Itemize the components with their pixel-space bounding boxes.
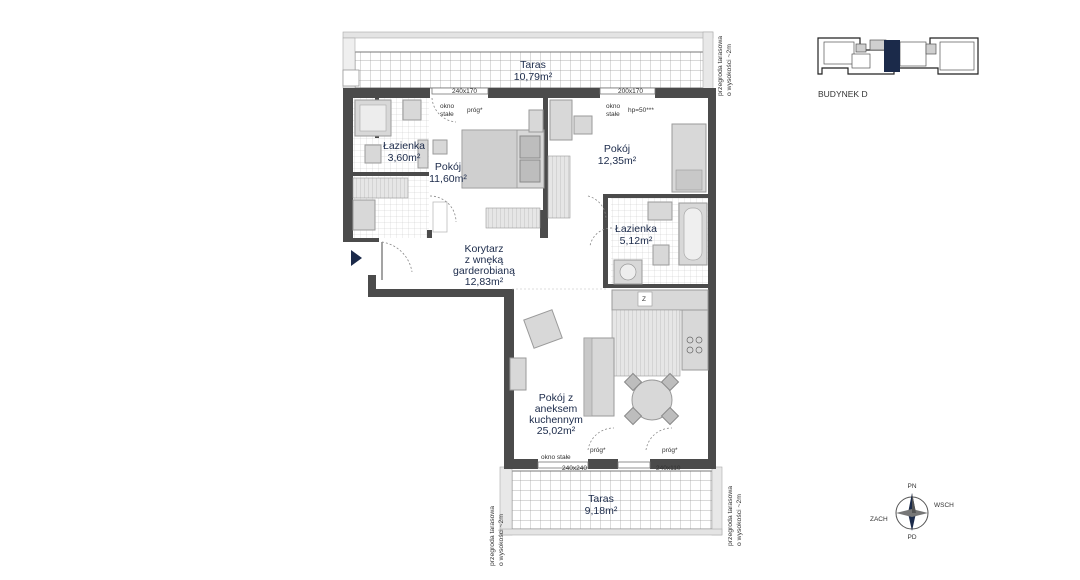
compass-west: ZACH xyxy=(870,516,888,523)
threshold-label-bottom-1: próg* xyxy=(590,447,606,454)
room-name-korytarz-line1: Korytarz xyxy=(464,243,503,255)
room-area-taras-bottom: 9,18m² xyxy=(585,505,618,517)
window-size-top-left: 240x170 xyxy=(452,88,477,95)
room-name-korytarz-line2: z wnęką xyxy=(465,254,504,266)
room-name-pokoj-2: Pokój xyxy=(604,143,630,155)
room-area-aneks: 25,02m² xyxy=(537,425,576,437)
compass-south: PD xyxy=(907,534,916,541)
room-area-taras-top: 10,79m² xyxy=(514,71,553,83)
walls xyxy=(343,88,716,469)
selected-unit-highlight xyxy=(884,40,900,72)
doors xyxy=(381,97,673,451)
terrace-top xyxy=(342,31,714,93)
compass-north: PN xyxy=(907,483,916,490)
room-name-aneks-line2: aneksem xyxy=(535,403,578,415)
window-size-top-right: 200x170 xyxy=(618,88,643,95)
window-size-bottom-left: 240x240 xyxy=(562,465,587,472)
window-size-bottom-right: 240x110 xyxy=(656,465,681,472)
room-name-korytarz-line3: garderobianą xyxy=(453,265,515,277)
room-name-lazienka-2: Łazienka xyxy=(615,223,657,235)
entrance-arrow-icon xyxy=(351,250,362,266)
room-name-taras-top: Taras xyxy=(520,59,546,71)
fixed-window-label-bottom: okno stałe xyxy=(541,454,571,461)
svg-text:przegroda tarasowa: przegroda tarasowa xyxy=(489,506,496,566)
room-name-aneks-line3: kuchennym xyxy=(529,414,583,426)
room-name-pokoj-1: Pokój xyxy=(435,161,461,173)
room-area-pokoj-1: 11,60m² xyxy=(429,173,467,185)
svg-text:przegroda tarasowa: przegroda tarasowa xyxy=(717,36,724,96)
svg-text:o wysokości ~2m: o wysokości ~2m xyxy=(736,494,743,546)
room1-furniture xyxy=(432,109,545,233)
bathroom2-fixtures xyxy=(613,201,708,285)
partition-note-top-right: przegroda tarasowa o wysokości ~2m xyxy=(717,36,733,96)
partition-note-bottom-right: przegroda tarasowa o wysokości ~2m xyxy=(727,486,743,546)
fridge-mark: Z xyxy=(642,296,646,303)
building-label: BUDYNEK D xyxy=(818,89,868,99)
threshold-label-top: próg* xyxy=(467,107,483,114)
compass-icon xyxy=(895,493,929,531)
terrace-bottom xyxy=(499,466,723,536)
fixed-window-label-1a: okno xyxy=(440,103,454,110)
room-name-lazienka-small: Łazienka xyxy=(383,140,425,152)
svg-text:przegroda tarasowa: przegroda tarasowa xyxy=(727,486,734,546)
window-marks xyxy=(431,87,656,469)
bathroom-small-fixtures xyxy=(352,99,429,231)
room-name-taras-bottom: Taras xyxy=(588,493,614,505)
compass-east: WSCH xyxy=(934,502,954,509)
room-area-korytarz: 12,83m² xyxy=(465,276,504,288)
room-area-lazienka-2: 5,12m² xyxy=(620,235,653,247)
building-key-plan xyxy=(817,37,979,75)
threshold-label-bottom-2: próg* xyxy=(662,447,678,454)
hp-note: hp=50*** xyxy=(628,107,654,114)
fixed-window-label-1b: stałe xyxy=(440,111,454,118)
fixed-window-label-2a: okno xyxy=(606,103,620,110)
kitchen-living-furniture xyxy=(509,289,709,426)
svg-text:o wysokości ~2m: o wysokości ~2m xyxy=(726,44,733,96)
room-name-aneks-line1: Pokój z xyxy=(539,392,573,404)
fixed-window-label-2b: stałe xyxy=(606,111,620,118)
room-area-pokoj-2: 12,35m² xyxy=(598,155,637,167)
svg-text:o wysokości ~2m: o wysokości ~2m xyxy=(498,514,505,566)
room-area-lazienka-small: 3,60m² xyxy=(388,152,421,164)
partition-note-bottom-left: przegroda tarasowa o wysokości ~2m xyxy=(489,506,505,566)
